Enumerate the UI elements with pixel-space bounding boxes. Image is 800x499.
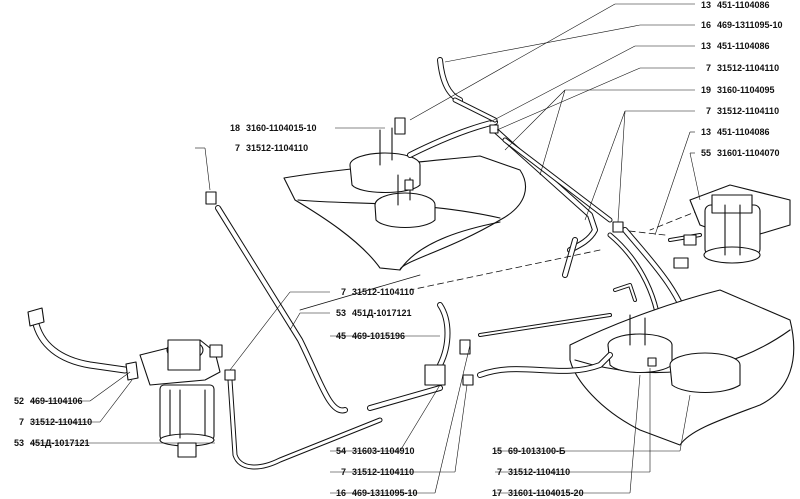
fine-fuel-filter — [668, 184, 791, 264]
lower-hose — [477, 352, 613, 378]
supply-pipe — [227, 274, 421, 470]
left-hose — [27, 307, 139, 381]
clamps — [205, 124, 697, 386]
coarse-fuel-filter — [139, 339, 223, 458]
return-tube — [215, 205, 348, 414]
upper-fuel-tank — [283, 117, 527, 271]
leader-lines — [30, 3, 701, 494]
dashed-connectors — [409, 209, 701, 291]
lower-fuel-tank — [569, 283, 795, 446]
fuel-tap — [367, 302, 471, 411]
upper-hose-group — [407, 57, 613, 278]
